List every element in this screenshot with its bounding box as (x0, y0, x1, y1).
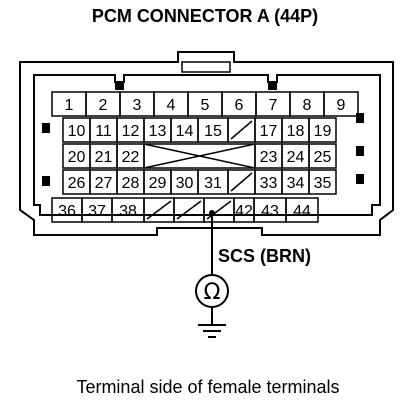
pin-number: 22 (122, 149, 140, 166)
pin-number: 6 (235, 97, 244, 114)
pin-number: 17 (260, 123, 278, 140)
empty-cavity-mark (206, 200, 232, 220)
pin-number: 11 (95, 123, 112, 140)
empty-cavity-mark (230, 120, 253, 140)
pin-number: 42 (235, 203, 253, 220)
pin-number: 15 (204, 123, 222, 140)
pin-number: 23 (260, 149, 278, 166)
pin-number: 18 (287, 123, 305, 140)
pin-number: 13 (149, 123, 167, 140)
pin-number: 37 (88, 203, 106, 220)
ohm-symbol: Ω (204, 280, 221, 305)
diagram-title: PCM CONNECTOR A (44P) (92, 6, 318, 26)
pin-number: 38 (119, 203, 137, 220)
pin-number: 25 (314, 149, 332, 166)
empty-cavity-mark (230, 172, 253, 192)
pin-number: 36 (58, 203, 76, 220)
pin-cell (323, 91, 359, 117)
pin-number: 10 (68, 123, 86, 140)
pin-cell (285, 197, 319, 223)
pin-number: 12 (122, 123, 140, 140)
pin-cell (308, 143, 337, 169)
empty-cavity-mark (176, 200, 202, 220)
pin-number: 31 (204, 175, 222, 192)
pin-number: 24 (287, 149, 305, 166)
empty-cavity-mark (146, 200, 172, 220)
pin-number: 44 (293, 203, 311, 220)
empty-cavity-block (143, 143, 256, 169)
pin-number: 28 (122, 175, 140, 192)
pin-number: 19 (314, 123, 332, 140)
pin-number: 4 (167, 97, 176, 114)
pin-number: 8 (303, 97, 312, 114)
pin-number: 29 (149, 175, 167, 192)
pin-number: 33 (260, 175, 278, 192)
pin-number: 9 (337, 97, 346, 114)
pin-number: 7 (269, 97, 278, 114)
connector-housing (19, 51, 394, 236)
pin-number: 21 (95, 149, 113, 166)
pin-number: 5 (201, 97, 210, 114)
pin-number: 14 (176, 123, 194, 140)
pin-number: 2 (99, 97, 108, 114)
ground-icon (198, 324, 226, 338)
pin-number: 27 (95, 175, 113, 192)
pin-number: 34 (287, 175, 305, 192)
pin-number: 1 (65, 97, 74, 114)
pin-number: 30 (176, 175, 194, 192)
caption: Terminal side of female terminals (76, 377, 339, 397)
pin-cell (308, 169, 337, 195)
pin-number: 26 (68, 175, 86, 192)
empty-cavity-mark (143, 143, 256, 169)
pin-number: 3 (133, 97, 142, 114)
probe-label: SCS (BRN) (218, 246, 311, 266)
pin-number: 35 (314, 175, 332, 192)
pin-number: 20 (68, 149, 86, 166)
probe-connection: Ω (195, 210, 229, 338)
pin-cell (308, 117, 337, 143)
pin-number: 43 (261, 203, 279, 220)
